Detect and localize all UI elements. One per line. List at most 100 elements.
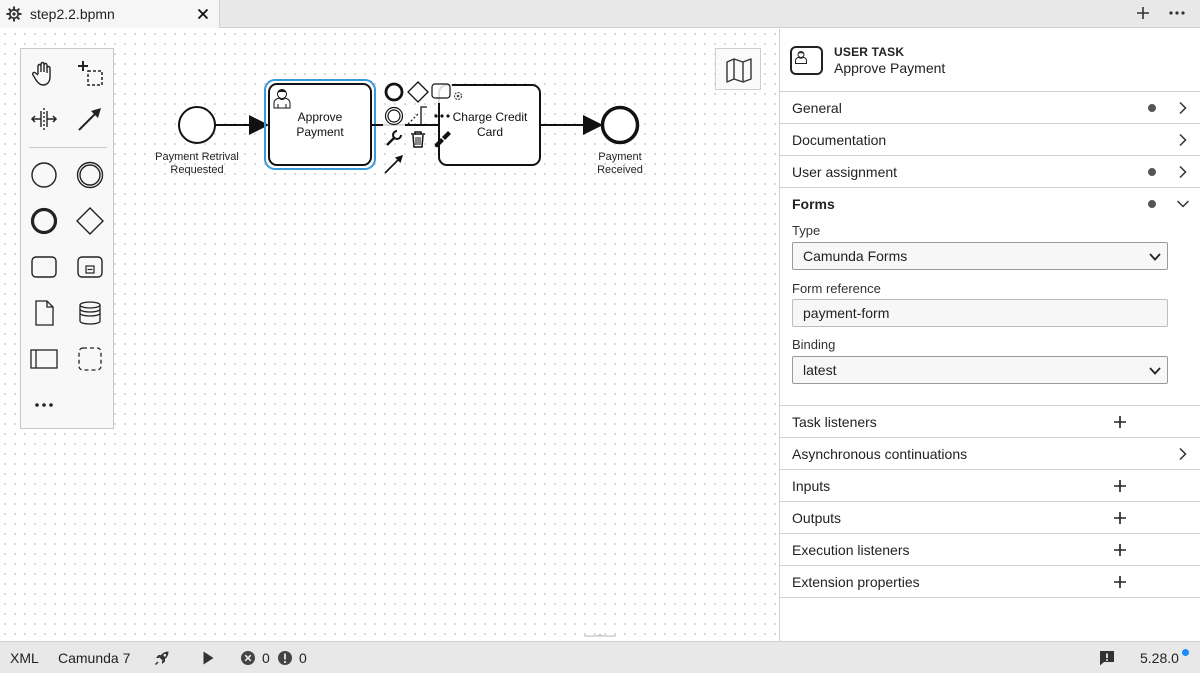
map-icon <box>726 58 752 83</box>
task-label: Payment <box>296 125 344 139</box>
more-icon[interactable] <box>434 114 450 118</box>
play-icon[interactable] <box>199 649 217 667</box>
modeling-canvas[interactable]: Payment Retrival Requested Approve Payme… <box>0 29 779 641</box>
element-name: Approve Payment <box>834 59 946 76</box>
subprocess-icon[interactable] <box>74 251 106 283</box>
plus-icon[interactable] <box>1113 511 1127 525</box>
error-icon[interactable] <box>240 650 256 666</box>
group-label: Asynchronous continuations <box>792 445 968 462</box>
task-label: Approve <box>298 110 343 124</box>
version-label[interactable]: 5.28.0 <box>1140 650 1179 666</box>
pool-icon[interactable] <box>28 343 60 375</box>
warning-icon[interactable] <box>277 650 293 666</box>
task-label: Card <box>477 125 503 139</box>
append-gateway-icon[interactable] <box>407 81 429 103</box>
group-label: Task listeners <box>792 413 877 430</box>
xml-button[interactable]: XML <box>10 650 39 666</box>
start-event-label: Requested <box>170 164 223 176</box>
close-icon[interactable] <box>195 6 211 22</box>
lasso-tool-icon[interactable] <box>74 57 106 89</box>
delete-icon[interactable] <box>411 131 425 148</box>
tab-title: step2.2.bpmn <box>30 6 115 22</box>
group-general[interactable]: General <box>780 92 1200 124</box>
palette-separator <box>29 147 107 148</box>
plus-icon[interactable] <box>1113 543 1127 557</box>
group-outputs[interactable]: Outputs <box>780 502 1200 534</box>
group-forms[interactable]: Forms <box>780 188 1200 220</box>
append-intermediate-event-icon[interactable] <box>383 105 405 127</box>
group-documentation[interactable]: Documentation <box>780 124 1200 156</box>
form-reference-label: Form reference <box>792 281 881 296</box>
start-event[interactable] <box>178 106 216 144</box>
data-marker-icon <box>1148 200 1156 208</box>
form-reference-input[interactable]: payment-form <box>792 299 1168 327</box>
connect-icon[interactable] <box>384 155 403 174</box>
change-type-icon[interactable] <box>386 129 403 146</box>
group-label: Outputs <box>792 509 842 526</box>
group-label: Documentation <box>792 131 887 148</box>
tab-bar: step2.2.bpmn <box>0 0 1200 28</box>
append-task-icon[interactable] <box>430 81 452 103</box>
group-task-listeners[interactable]: Task listeners <box>780 406 1200 438</box>
start-event-icon[interactable] <box>28 159 60 191</box>
feedback-icon[interactable] <box>1098 649 1116 667</box>
space-tool-icon[interactable] <box>28 103 60 135</box>
plus-icon[interactable] <box>1113 479 1127 493</box>
group-user-assignment[interactable]: User assignment <box>780 156 1200 188</box>
color-picker-icon[interactable] <box>434 131 451 148</box>
panel-resize-handle[interactable] <box>568 633 632 637</box>
data-store-icon[interactable] <box>74 297 106 329</box>
group-extension-properties[interactable]: Extension properties <box>780 566 1200 598</box>
error-count: 0 <box>262 650 270 666</box>
user-task-icon <box>790 45 823 75</box>
group-inputs[interactable]: Inputs <box>780 470 1200 502</box>
data-object-icon[interactable] <box>28 297 60 329</box>
group-label: Execution listeners <box>792 541 910 558</box>
group-label: Extension properties <box>792 573 920 590</box>
group-asynchronous-continuations[interactable]: Asynchronous continuations <box>780 438 1200 470</box>
global-connect-icon[interactable] <box>74 103 106 135</box>
hand-tool-icon[interactable] <box>28 57 60 89</box>
minimap-toggle-button[interactable] <box>715 48 761 90</box>
status-bar: XML Camunda 7 0 0 5.28.0 <box>0 641 1200 673</box>
binding-value: latest <box>803 362 837 378</box>
engine-selector[interactable]: Camunda 7 <box>58 650 131 666</box>
gear-icon <box>6 6 22 22</box>
plus-icon[interactable] <box>1113 415 1127 429</box>
end-event-icon[interactable] <box>28 205 60 237</box>
rocket-icon[interactable] <box>153 649 171 667</box>
data-marker-icon <box>1148 168 1156 176</box>
text-annotation-icon[interactable] <box>407 106 427 126</box>
tool-palette <box>20 48 114 429</box>
forms-group-body: Type Camunda Forms Form reference paymen… <box>780 220 1200 406</box>
group-execution-listeners[interactable]: Execution listeners <box>780 534 1200 566</box>
chevron-right-icon <box>1179 165 1187 179</box>
chevron-down-icon <box>1149 253 1161 261</box>
element-type: USER TASK <box>834 44 905 59</box>
settings-icon[interactable] <box>453 91 463 101</box>
panel-header: USER TASK Approve Payment <box>780 29 1200 92</box>
properties-panel: USER TASK Approve Payment General Docume… <box>779 29 1200 641</box>
end-event-label: Payment <box>598 151 641 163</box>
chevron-down-icon <box>1149 367 1161 375</box>
plus-icon[interactable] <box>1113 575 1127 589</box>
form-type-select[interactable]: Camunda Forms <box>792 242 1168 270</box>
more-icon[interactable] <box>1168 4 1186 22</box>
binding-select[interactable]: latest <box>792 356 1168 384</box>
intermediate-event-icon[interactable] <box>74 159 106 191</box>
gateway-icon[interactable] <box>74 205 106 237</box>
warning-count: 0 <box>299 650 307 666</box>
file-tab[interactable]: step2.2.bpmn <box>0 0 220 28</box>
plus-icon[interactable] <box>1134 4 1152 22</box>
append-end-event-icon[interactable] <box>383 81 405 103</box>
group-icon[interactable] <box>74 343 106 375</box>
bpmn-diagram: Payment Retrival Requested Approve Payme… <box>155 79 643 176</box>
group-label: General <box>792 99 842 116</box>
task-label: Charge Credit <box>453 110 528 124</box>
end-event[interactable] <box>600 105 640 145</box>
form-type-value: Camunda Forms <box>803 248 908 264</box>
start-event-label: Payment Retrival <box>155 151 239 163</box>
chevron-right-icon <box>1179 101 1187 115</box>
more-icon[interactable] <box>28 389 60 421</box>
task-icon[interactable] <box>28 251 60 283</box>
